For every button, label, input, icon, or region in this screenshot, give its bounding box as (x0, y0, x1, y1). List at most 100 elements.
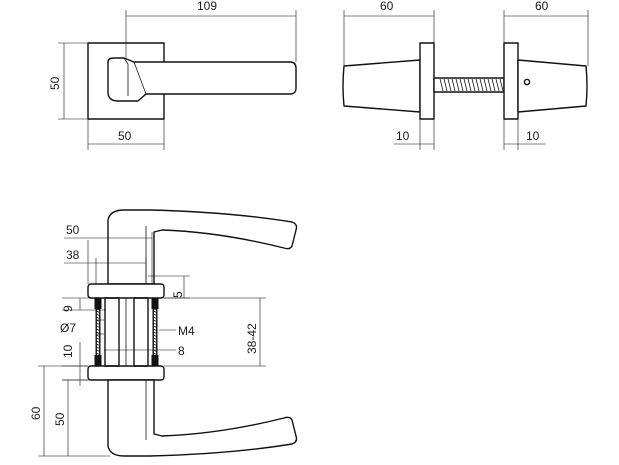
screw-thread (96, 349, 100, 352)
screw-thread (96, 316, 100, 319)
dim-60: 60 (29, 365, 110, 457)
dim-label-10-right: 10 (526, 129, 540, 143)
set-screw-icon (523, 78, 531, 86)
screw-thread (153, 310, 157, 313)
dim-label-8: 8 (178, 344, 185, 358)
screw-right (151, 298, 159, 366)
dim-label-50-bottom: 50 (53, 412, 67, 426)
screw-thread (96, 346, 100, 349)
dim-38: 38 (64, 248, 147, 284)
dim-left-10: 10 (394, 119, 435, 150)
screw-thread (153, 313, 157, 316)
dim-38-42: 38-42 (164, 297, 266, 367)
lower-rose (87, 365, 165, 381)
screw-thread (96, 325, 100, 328)
lower-lever (107, 379, 298, 457)
screw-thread (153, 319, 157, 322)
door-spacer-left (104, 297, 120, 367)
dim-right-10: 10 (503, 119, 546, 150)
dim-width-109: 109 (125, 0, 297, 62)
thread-line (479, 78, 484, 92)
screw-head (94, 298, 102, 309)
screw-left (94, 298, 102, 366)
dim-10: 10 (61, 342, 88, 386)
dim-label-50-vertical: 50 (48, 76, 62, 90)
dim-50-top: 50 (64, 223, 153, 284)
thread-line (443, 78, 448, 92)
lever-handle (107, 57, 297, 102)
upper-lever (107, 209, 298, 285)
dim-label-109: 109 (197, 0, 217, 13)
dim-label-60-right: 60 (535, 0, 549, 13)
thread-line (467, 78, 472, 92)
left-lever-end (342, 59, 421, 113)
thread-line (451, 78, 456, 92)
screw-thread (153, 331, 157, 334)
thread-line (463, 78, 468, 92)
dim-label-7: Ø7 (60, 321, 76, 335)
thread-line (487, 78, 492, 92)
right-lever-end (517, 59, 588, 113)
dim-8: 8 (104, 344, 185, 358)
screw-thread (96, 322, 100, 325)
lever-neck-line-2 (133, 61, 147, 95)
thread-line (447, 78, 452, 92)
screw-thread (153, 325, 157, 328)
dim-right-60: 60 (503, 0, 589, 66)
upper-rose (87, 283, 165, 299)
dim-label-38: 38 (66, 248, 80, 262)
thread-line (439, 78, 444, 92)
dim-label-9: 9 (61, 305, 75, 312)
dim-50-bottom: 50 (53, 379, 108, 456)
thread-line (471, 78, 476, 92)
dim-m4: M4 (159, 324, 195, 338)
thread-line (495, 78, 500, 92)
screw-thread (96, 352, 100, 355)
section-view: 50 38 5 9 Ø7 M4 (29, 209, 298, 457)
dim-label-50-horizontal: 50 (118, 129, 132, 143)
screw-thread (153, 352, 157, 355)
screw-head (151, 298, 159, 309)
right-rose-plate (503, 42, 519, 120)
thread-line (455, 78, 460, 92)
screw-thread (153, 322, 157, 325)
dim-label-38-42: 38-42 (245, 323, 259, 354)
dim-label-60: 60 (29, 406, 43, 420)
screw-thread (153, 334, 157, 337)
dim-label-50-top: 50 (66, 223, 80, 237)
screw-nut (151, 355, 159, 366)
door-spacer-right (133, 297, 149, 367)
dim-label-10: 10 (61, 344, 75, 358)
thread-line (483, 78, 488, 92)
side-view: 60 60 10 10 (342, 0, 589, 150)
screw-thread (96, 313, 100, 316)
dim-rose-50: 50 (87, 119, 165, 150)
thread-line (475, 78, 480, 92)
front-view: 109 50 50 (48, 0, 297, 150)
screw-thread (96, 310, 100, 313)
dim-label-10-left: 10 (396, 129, 410, 143)
left-rose-plate (419, 42, 435, 120)
screw-nut (94, 355, 102, 366)
spindle-threads (439, 78, 504, 92)
lever-neck-line (123, 57, 129, 96)
dim-label-m4: M4 (178, 324, 195, 338)
dim-left-60: 60 (343, 0, 435, 66)
screw-thread (96, 340, 100, 343)
screw-thread (153, 337, 157, 340)
dim-label-60-left: 60 (380, 0, 394, 13)
thread-line (499, 78, 504, 92)
dim-9: 9 (61, 297, 106, 312)
screw-thread (96, 343, 100, 346)
screw-thread (153, 343, 157, 346)
screw-thread (96, 337, 100, 340)
screw-thread (153, 346, 157, 349)
screw-thread (96, 328, 100, 331)
screw-thread (153, 328, 157, 331)
screw-thread (96, 331, 100, 334)
thread-line (491, 78, 496, 92)
screw-thread (153, 340, 157, 343)
screw-thread (153, 316, 157, 319)
thread-line (459, 78, 464, 92)
